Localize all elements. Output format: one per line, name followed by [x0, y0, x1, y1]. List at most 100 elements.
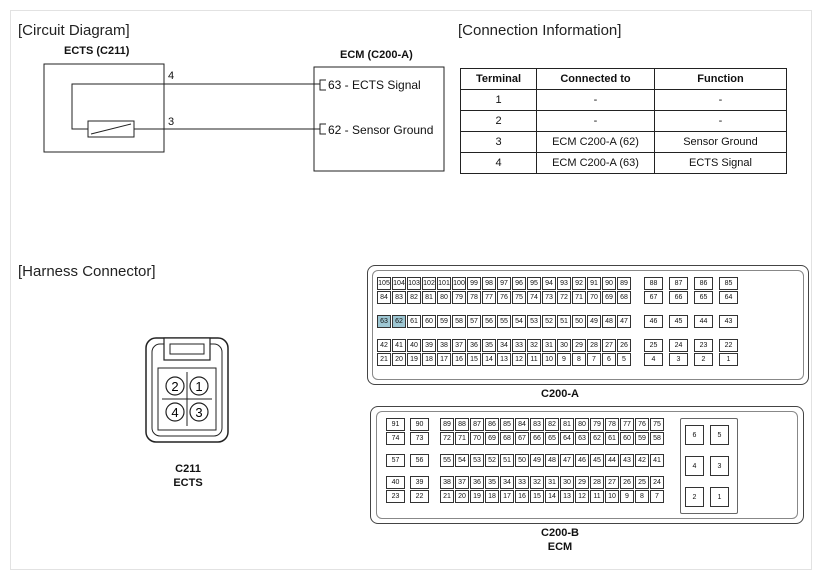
- pin-cell: 4: [685, 456, 704, 476]
- pin-cell: 80: [437, 291, 451, 304]
- pin-cell: 69: [602, 291, 616, 304]
- pin-cell: 56: [482, 315, 496, 328]
- pin-cell: 38: [437, 339, 451, 352]
- pin-cell: 30: [557, 339, 571, 352]
- pin-cell: 51: [557, 315, 571, 328]
- pin-cell: 101: [437, 277, 451, 290]
- pin-cell: 71: [455, 432, 469, 445]
- pin-cell: 78: [467, 291, 481, 304]
- pin-cell: 37: [455, 476, 469, 489]
- pin-cell: 22: [410, 490, 429, 503]
- pin-cell: 52: [542, 315, 556, 328]
- pin-cell: 44: [605, 454, 619, 467]
- pin-cell: 83: [392, 291, 406, 304]
- pin-cell: 102: [422, 277, 436, 290]
- pin-cell: 34: [497, 339, 511, 352]
- c200b-connector: [370, 406, 804, 524]
- pin-cell: 18: [422, 353, 436, 366]
- pin-cell: 65: [694, 291, 713, 304]
- pin-cell: 62: [392, 315, 406, 328]
- cell-function: ECTS Signal: [654, 152, 787, 174]
- cell-terminal: 3: [460, 131, 537, 153]
- ecm-box: [313, 66, 445, 172]
- pin-cell: 82: [407, 291, 421, 304]
- table-row: 3 ECM C200-A (62) Sensor Ground: [460, 131, 787, 153]
- pin-cell: 48: [545, 454, 559, 467]
- pin-cell: 58: [452, 315, 466, 328]
- pin-cell: 85: [719, 277, 738, 290]
- table-row: 1 - -: [460, 89, 787, 111]
- ecm-pin-63: 63 - ECTS Signal: [328, 78, 421, 92]
- pin-cell: 47: [560, 454, 574, 467]
- header-terminal: Terminal: [460, 68, 537, 90]
- pin-cell: 31: [542, 339, 556, 352]
- pin-cell: 87: [470, 418, 484, 431]
- cell-terminal: 2: [460, 110, 537, 132]
- pin-cell: 94: [542, 277, 556, 290]
- pin-cell: 54: [455, 454, 469, 467]
- pin-cell: 42: [635, 454, 649, 467]
- pin-cell: 14: [545, 490, 559, 503]
- pin-cell: 62: [590, 432, 604, 445]
- cell-function: Sensor Ground: [654, 131, 787, 153]
- pin-cell: 27: [602, 339, 616, 352]
- pin-cell: 63: [575, 432, 589, 445]
- pin-cell: 98: [482, 277, 496, 290]
- pin-cell: 10: [542, 353, 556, 366]
- pin-cell: 52: [485, 454, 499, 467]
- pin-cell: 15: [530, 490, 544, 503]
- pin-cell: 81: [560, 418, 574, 431]
- pin-cell: 40: [386, 476, 405, 489]
- pin-cell: 25: [644, 339, 663, 352]
- pin-cell: 31: [545, 476, 559, 489]
- pin-cell: 72: [440, 432, 454, 445]
- pin-cell: 85: [500, 418, 514, 431]
- pin-cell: 67: [644, 291, 663, 304]
- pin-cell: 97: [497, 277, 511, 290]
- table-row: 2 - -: [460, 110, 787, 132]
- pin-cell: 54: [512, 315, 526, 328]
- pin-cell: 33: [512, 339, 526, 352]
- pin-cell: 36: [467, 339, 481, 352]
- pin-cell: 76: [635, 418, 649, 431]
- pin-cell: 86: [485, 418, 499, 431]
- pin-cell: 24: [650, 476, 664, 489]
- c211-pin-2: 2: [171, 379, 178, 394]
- pin-cell: 39: [422, 339, 436, 352]
- pin-cell: 81: [422, 291, 436, 304]
- pin-cell: 25: [635, 476, 649, 489]
- ects-box: [43, 63, 165, 153]
- pin-cell: 79: [452, 291, 466, 304]
- pin-cell: 75: [650, 418, 664, 431]
- pin-cell: 35: [482, 339, 496, 352]
- pin-cell: 73: [542, 291, 556, 304]
- pin-cell: 39: [410, 476, 429, 489]
- pin-cell: 28: [587, 339, 601, 352]
- pin-cell: 64: [719, 291, 738, 304]
- pin-cell: 60: [620, 432, 634, 445]
- pin-cell: 84: [377, 291, 391, 304]
- pin-cell: 55: [440, 454, 454, 467]
- pin-cell: 45: [669, 315, 688, 328]
- c211-pin-1: 1: [195, 379, 202, 394]
- header-connected-to: Connected to: [536, 68, 655, 90]
- pin-cell: 14: [482, 353, 496, 366]
- circuit-wiring: [43, 63, 445, 172]
- ects-pin-3: 3: [168, 116, 175, 128]
- pin-cell: 70: [587, 291, 601, 304]
- pin-cell: 53: [470, 454, 484, 467]
- c211-pin-4: 4: [171, 405, 178, 420]
- connection-info-title: [Connection Information]: [458, 22, 622, 39]
- pin-cell: 96: [512, 277, 526, 290]
- pin-cell: 51: [500, 454, 514, 467]
- pin-cell: 49: [587, 315, 601, 328]
- cell-terminal: 1: [460, 89, 537, 111]
- pin-cell: 56: [410, 454, 429, 467]
- pin-cell: 34: [500, 476, 514, 489]
- ects-pin-4: 4: [168, 70, 175, 82]
- pin-cell: 23: [694, 339, 713, 352]
- pin-cell: 8: [635, 490, 649, 503]
- pin-cell: 43: [719, 315, 738, 328]
- pin-cell: 77: [620, 418, 634, 431]
